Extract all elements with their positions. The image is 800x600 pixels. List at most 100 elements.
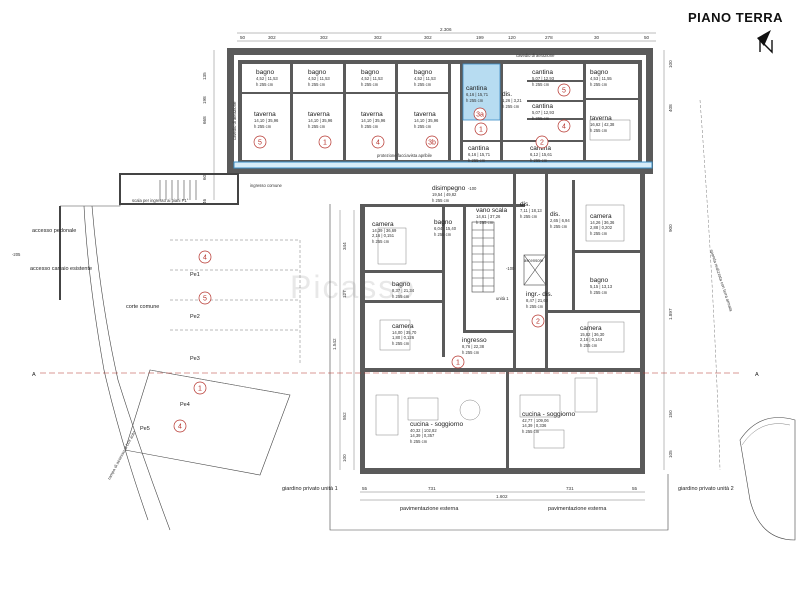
room-area: 16,62 | 42,38 xyxy=(590,122,615,127)
unit-marker-number: 3a xyxy=(476,112,484,119)
label-quota-100b: -100 xyxy=(506,266,515,271)
room-name: ingr.- dis. xyxy=(526,291,553,298)
label-giardino-2: giardino privato unità 2 xyxy=(678,486,734,492)
unit-marker-number: 1 xyxy=(198,386,202,393)
label-accesso-pedonale: accesso pedonale xyxy=(32,228,76,234)
room-name: taverna xyxy=(590,115,612,122)
room-window-ratio: 1,80 | 0,126 xyxy=(392,335,415,340)
room-height: h 255 cm xyxy=(526,304,544,309)
room-area: 5,07 | 12,93 xyxy=(532,110,555,115)
room-name: cantina xyxy=(532,103,553,110)
room-height: h 255 cm xyxy=(590,290,608,295)
room-height: h 255 cm xyxy=(361,124,379,129)
room-height: h 255 cm xyxy=(392,341,410,346)
room-height: h 255 cm xyxy=(522,429,540,434)
room-area: 2,65 | 6,94 xyxy=(550,218,570,223)
room-area: 4,53 | 11,55 xyxy=(590,76,612,81)
unit-marker: 4 xyxy=(198,250,212,264)
unit-marker: 4 xyxy=(557,119,571,133)
room-name: cucina - soggiorno xyxy=(522,411,575,418)
dim-right-3: 900 xyxy=(668,224,673,232)
unit-marker-number: 3b xyxy=(428,140,436,147)
dim-right-5: 150 xyxy=(668,410,673,418)
unit-marker-number: 5 xyxy=(203,296,207,303)
room-area: 4,52 | 11,53 xyxy=(256,76,278,81)
room-area: 7,11 | 18,13 xyxy=(520,208,542,213)
dim-left-10: 100 xyxy=(342,454,347,462)
label-giardino-1: giardino privato unità 1 xyxy=(282,486,338,492)
label-cavedio-top: cavedio di aerazione xyxy=(516,53,555,58)
room-area: 42,77 | 109,06 xyxy=(522,418,549,423)
room-height: h 255 cm xyxy=(590,231,608,236)
room-name: taverna xyxy=(361,111,383,118)
room-name: cantina xyxy=(532,69,553,76)
room-area: 14,10 | 35,96 xyxy=(308,118,333,123)
room-name: camera xyxy=(590,213,612,220)
dim-bottom-overall: 1.602 xyxy=(496,494,508,499)
room-area: 15,82 | 36,30 xyxy=(580,332,605,337)
unit-marker-number: 1 xyxy=(479,127,483,134)
room-area: 14,10 | 35,96 xyxy=(254,118,279,123)
room-dis-a: dis.1,26 | 3,21h 255 cm xyxy=(502,91,522,109)
label-scala: scala per ingresso ai piani P1° xyxy=(132,198,189,203)
unit-marker: 2 xyxy=(535,135,549,149)
walls-top-block xyxy=(227,48,653,174)
room-name: cucina - soggiorno xyxy=(410,421,463,428)
room-area: 14,10 | 35,96 xyxy=(361,118,386,123)
room-name: bagno xyxy=(590,69,608,76)
label-unit: unità 1 xyxy=(496,296,509,301)
room-name: cantina xyxy=(468,145,489,152)
room-name: dis. xyxy=(502,91,512,98)
dim-right-6: 105 xyxy=(668,450,673,458)
dim-bottom-2: 731 xyxy=(566,486,574,491)
parking-space-label: Pe4 xyxy=(180,402,190,408)
unit-marker: 1 xyxy=(451,355,465,369)
room-height: h 255 cm xyxy=(308,82,326,87)
room-height: h 255 cm xyxy=(434,232,452,237)
room-name: disimpegno xyxy=(432,185,466,192)
label-accesso-carraio: accesso carraio esistente xyxy=(30,266,92,272)
room-dis-c: dis.2,65 | 6,94h 255 cm xyxy=(550,211,570,229)
room-name: camera xyxy=(580,325,602,332)
room-height: h 255 cm xyxy=(468,158,486,163)
unit-marker: 2 xyxy=(531,314,545,328)
room-name: bagno xyxy=(392,281,410,288)
dim-overall-top: 2.306 xyxy=(440,27,452,32)
parking-space-label: Pe2 xyxy=(190,314,200,320)
room-name: camera xyxy=(372,221,394,228)
courtyard xyxy=(59,99,796,541)
room-height: h 255 cm xyxy=(476,220,494,225)
room-height: h 255 cm xyxy=(410,439,428,444)
label-pavimentazione-2: pavimentazione esterna xyxy=(548,506,607,512)
dim-left-6: 344 xyxy=(342,242,347,250)
room-height: h 255 cm xyxy=(530,158,548,163)
plan-title: PIANO TERRA xyxy=(688,10,783,25)
label-ingresso-comune: ingresso comune xyxy=(250,183,283,188)
left-dimensions: 135 198 668 60 46 344 127 1.542 552 100 xyxy=(202,50,355,470)
unit-marker: 4 xyxy=(173,419,187,433)
room-window-ratio: 2,16 | 0,151 xyxy=(372,233,395,238)
room-name: bagno xyxy=(590,277,608,284)
parking-space-label: Pe3 xyxy=(190,356,200,362)
room-area: 6,04 | 15,40 xyxy=(434,226,457,231)
room-height: h 255 cm xyxy=(414,124,432,129)
room-window-ratio: 14,39 | 0,357 xyxy=(410,433,435,438)
dim-top-5: 199 xyxy=(476,35,484,40)
room-area: 14,39 | 36,69 xyxy=(372,228,397,233)
room-name: taverna xyxy=(414,111,436,118)
room-area: 6,16 | 15,71 xyxy=(468,152,491,157)
room-name: bagno xyxy=(414,69,432,76)
room-area: 4,52 | 11,53 xyxy=(308,76,330,81)
